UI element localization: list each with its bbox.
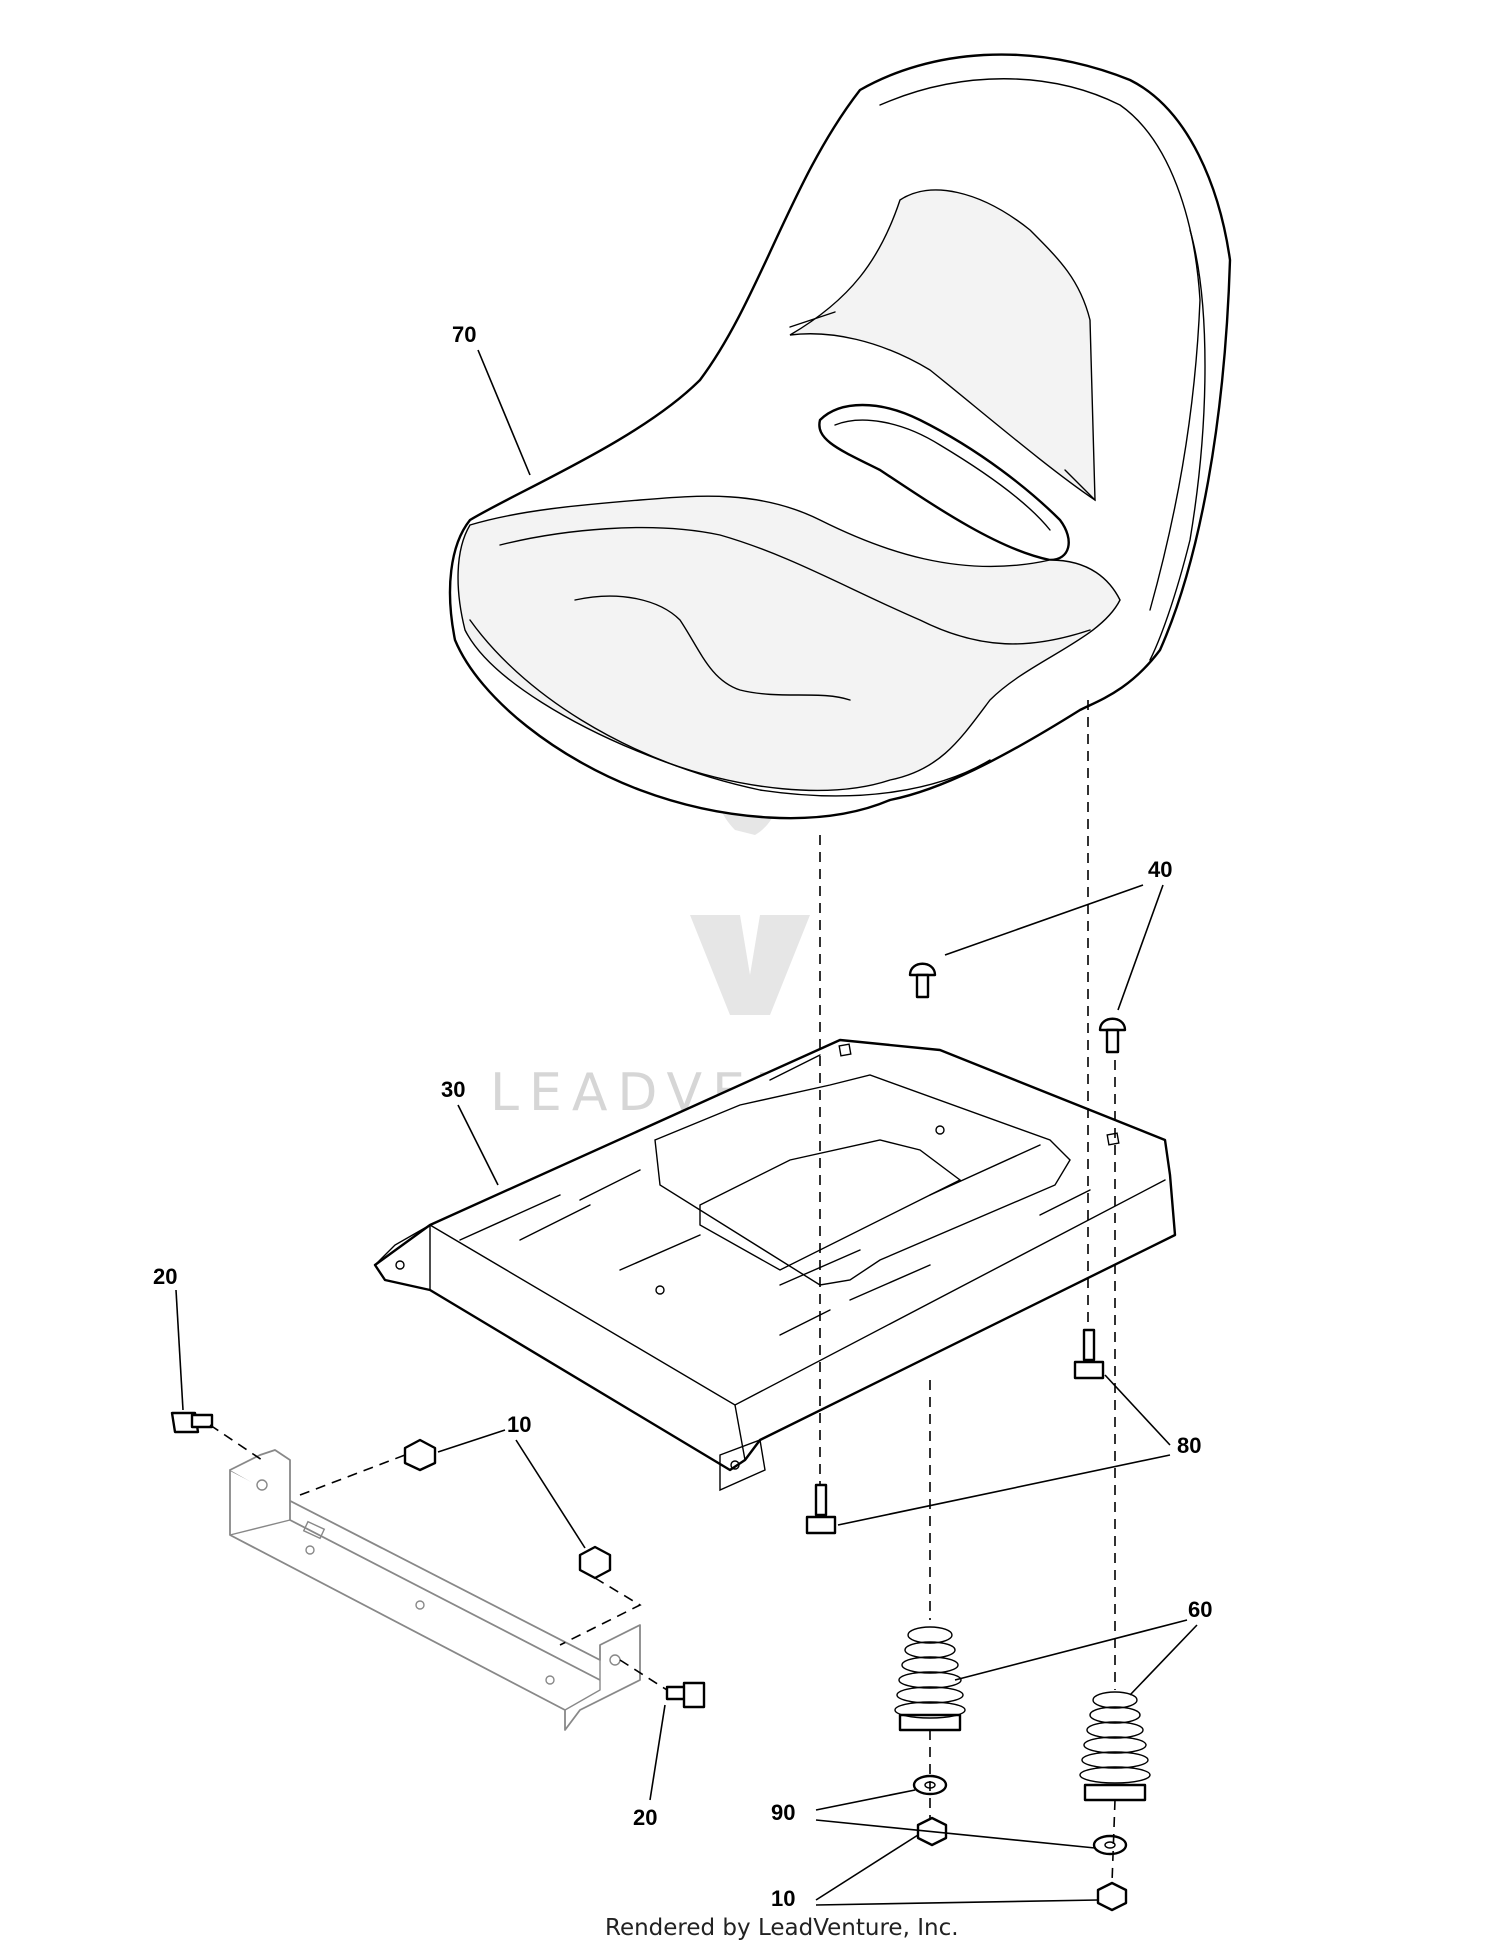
callout-20-left: 20 [153,1264,177,1289]
callout-20-right: 20 [633,1805,657,1830]
seat-pan [373,1038,1177,1492]
bolt-right [665,1681,706,1709]
shoulder-bolt-lower [805,1483,837,1535]
callout-30: 30 [441,1077,465,1102]
spring-left [894,1626,966,1732]
callout-40: 40 [1148,857,1172,882]
leader-lines [175,349,1198,1906]
nut-upper [403,1438,437,1472]
nut-lower-right [1096,1881,1128,1912]
seat [448,53,1232,820]
watermark-logo-icon [690,915,810,1015]
mounting-bracket [229,1449,641,1731]
washer-right [1092,1834,1128,1856]
carriage-bolt-a [908,962,937,999]
assembly-lines [209,700,1116,1884]
callout-10-lower: 10 [771,1886,795,1911]
bolt-left [170,1411,214,1434]
callout-60: 60 [1188,1597,1212,1622]
footer-credit: Rendered by LeadVenture, Inc. [605,1915,959,1941]
shoulder-bolt-upper [1073,1328,1105,1380]
nut-mid [578,1545,612,1580]
callout-80: 80 [1177,1433,1201,1458]
carriage-bolt-b [1098,1017,1127,1054]
spring-right [1079,1691,1151,1802]
callout-70: 70 [452,322,476,347]
callout-10-upper: 10 [507,1412,531,1437]
callout-90: 90 [771,1800,795,1825]
